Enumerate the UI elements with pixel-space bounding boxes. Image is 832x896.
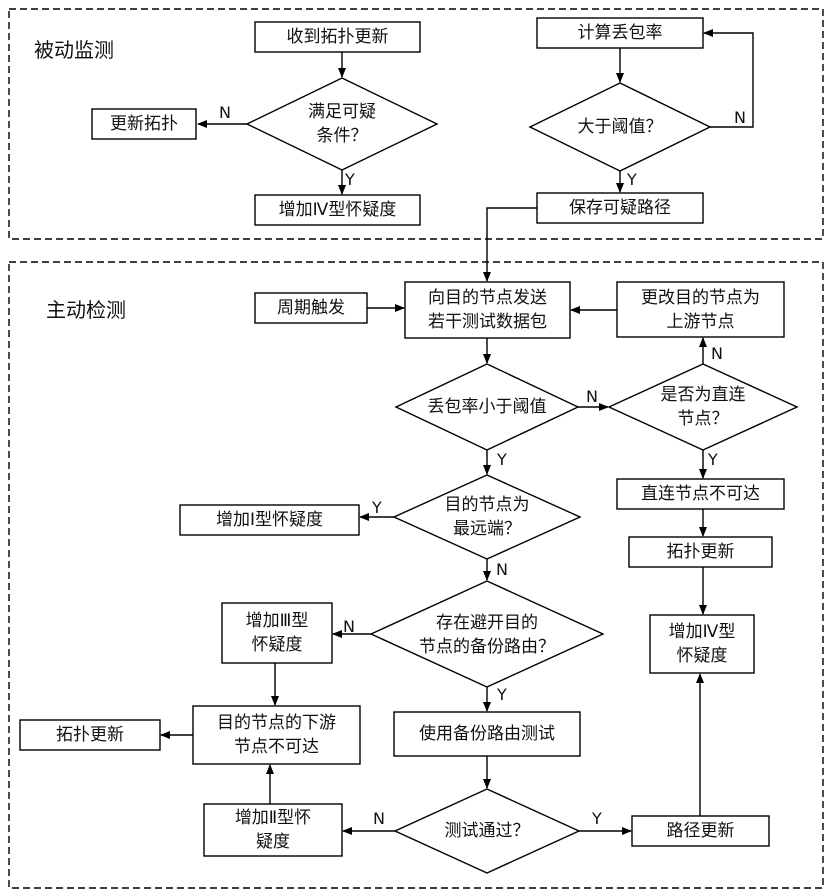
edge-label-no: N <box>586 387 598 406</box>
edge-label-no: N <box>219 103 231 122</box>
edge-label-no: N <box>373 809 385 828</box>
send-probe-label: 向目的节点发送 若干测试数据包 <box>405 282 570 338</box>
direct-unreach-label: 直连节点不可达 <box>617 479 784 509</box>
save-path-label: 保存可疑路径 <box>537 193 703 223</box>
edge-label-yes: Y <box>497 450 507 469</box>
downstream-unreach-label: 目的节点的下游 节点不可达 <box>193 706 360 764</box>
change-dest-label: 更改目的节点为 上游节点 <box>617 282 784 337</box>
active-section-title: 主动检测 <box>46 294 126 323</box>
add-iv-label-2: 增加Ⅳ型 怀疑度 <box>650 615 754 673</box>
edge-label-yes: Y <box>627 170 637 189</box>
edge-label-yes: Y <box>497 685 507 704</box>
backup-exists-label: 存在避开目的 节点的备份路由？ <box>396 607 578 663</box>
use-backup-label: 使用备份路由测试 <box>394 712 580 756</box>
topo-update-label-2: 拓扑更新 <box>629 537 772 567</box>
add-iii-label: 增加Ⅲ型 怀疑度 <box>222 603 332 663</box>
recv-update-label: 收到拓扑更新 <box>255 22 420 52</box>
calc-loss-label: 计算丢包率 <box>537 18 703 48</box>
test-pass-label: 测试通过？ <box>420 817 554 845</box>
add-i-label: 增加Ⅰ型怀疑度 <box>180 505 359 535</box>
edge-label-no: N <box>734 108 746 127</box>
is-direct-label: 是否为直连 节点？ <box>638 380 768 434</box>
edge-label-yes: Y <box>708 450 718 469</box>
active-section-frame <box>9 262 823 888</box>
path-update-label: 路径更新 <box>632 816 769 846</box>
update-topo-label-1: 更新拓扑 <box>92 109 196 139</box>
edge-label-yes: Y <box>372 498 382 517</box>
topo-update-label-3: 拓扑更新 <box>20 720 160 750</box>
passive-section-title: 被动监测 <box>34 34 114 63</box>
edge-label-no: N <box>711 344 723 363</box>
edge-save-to-probe <box>487 208 537 281</box>
edge-label-yes: Y <box>592 809 602 828</box>
periodic-label: 周期触发 <box>255 293 367 323</box>
add-ii-label: 增加Ⅱ型怀 疑度 <box>204 804 342 856</box>
dest-farthest-label: 目的节点为 最远端？ <box>420 490 554 544</box>
suspicious-cond-label: 满足可疑 条件？ <box>270 96 414 152</box>
edge-label-no: N <box>496 560 508 579</box>
edge-label-yes: Y <box>345 170 355 189</box>
add-iv-label-1: 增加Ⅳ型怀疑度 <box>255 195 420 225</box>
above-threshold-label: 大于阈值？ <box>550 113 690 141</box>
loss-below-label: 丢包率小于阈值 <box>410 393 564 421</box>
edge-label-no: N <box>343 617 355 636</box>
